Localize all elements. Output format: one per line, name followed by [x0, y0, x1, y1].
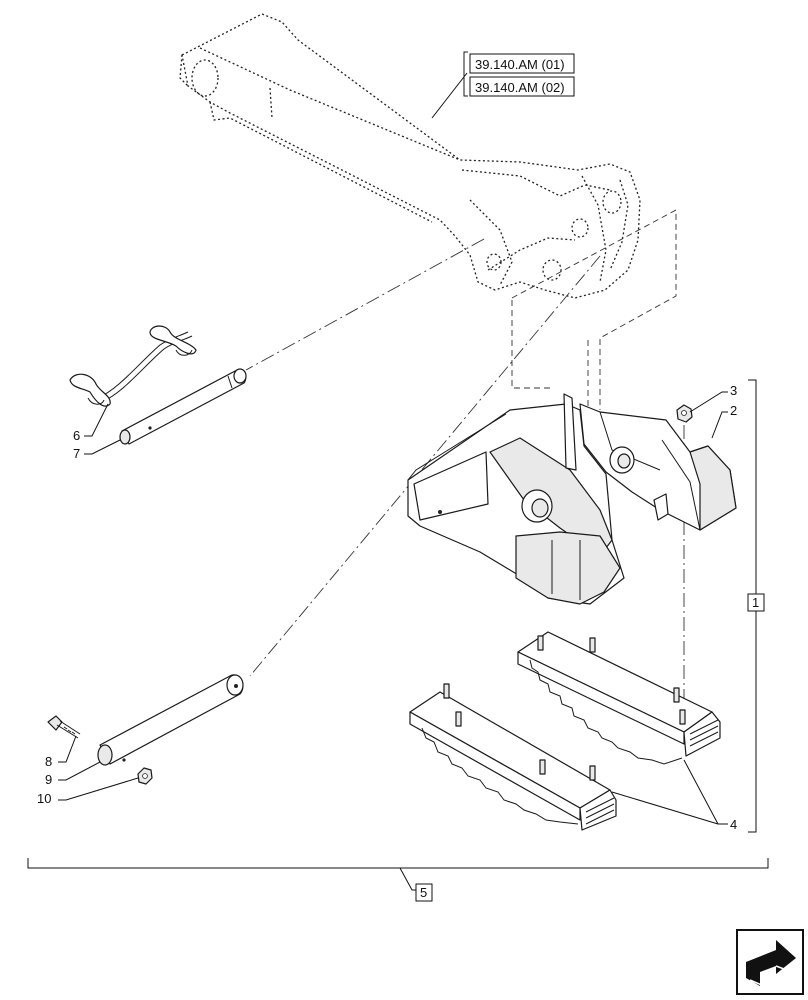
- reference-label-2[interactable]: 39.140.AM (02): [475, 80, 565, 95]
- nut-part-10: [137, 767, 153, 785]
- pad-upper-part-4: [517, 631, 721, 765]
- next-page-arrow-icon[interactable]: [736, 929, 804, 995]
- callout-box-5: [415, 883, 433, 902]
- callout-4[interactable]: 4: [730, 817, 737, 832]
- lower-pin-part-9: [97, 674, 244, 766]
- callout-9[interactable]: 9: [45, 772, 52, 787]
- reference-leader: [431, 72, 468, 119]
- callout-1[interactable]: 1: [752, 595, 759, 610]
- callout-6[interactable]: 6: [73, 428, 80, 443]
- nut-part-3: [676, 404, 693, 423]
- main-bracket: [407, 393, 625, 605]
- group-bracket-5: [27, 858, 769, 869]
- callout-5[interactable]: 5: [420, 885, 427, 900]
- pad-lower-part-4: [409, 683, 617, 831]
- loader-arm-phantom: [179, 13, 641, 299]
- callout-3[interactable]: 3: [730, 383, 737, 398]
- callout-8[interactable]: 8: [45, 754, 52, 769]
- reference-group: 39.140.AM (01) 39.140.AM (02): [463, 51, 575, 97]
- callout-box-1: [747, 593, 765, 612]
- upper-pin-part-7: [119, 368, 247, 445]
- reference-label-1[interactable]: 39.140.AM (01): [475, 57, 565, 72]
- callouts: 3 2 4 6 7 8 9 10: [37, 383, 737, 832]
- lynch-pin-part-6: [69, 325, 197, 407]
- bracket-part-2: [579, 403, 737, 531]
- callout-2[interactable]: 2: [730, 403, 737, 418]
- callout-10[interactable]: 10: [37, 791, 51, 806]
- callout-7[interactable]: 7: [73, 446, 80, 461]
- alignment-lines: [245, 209, 685, 710]
- bolt-part-8: [47, 715, 81, 739]
